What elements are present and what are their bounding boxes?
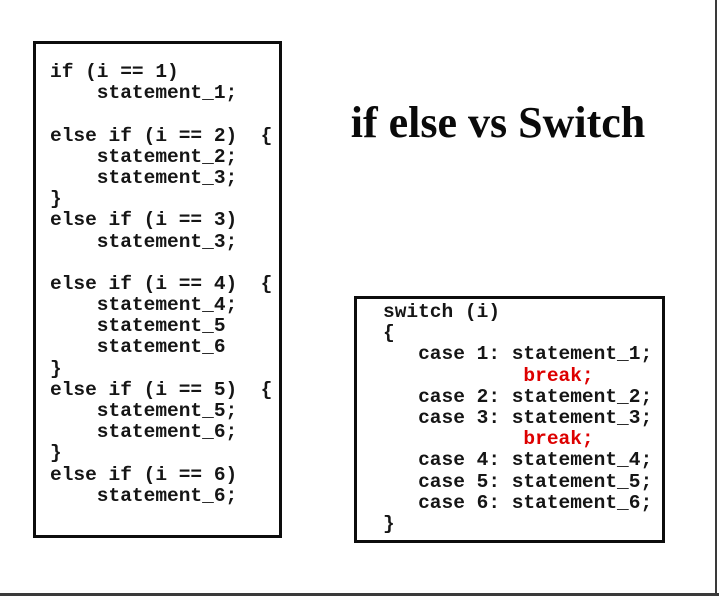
code-line: statement_6; — [50, 484, 238, 507]
code-line: statement_6 — [50, 336, 226, 359]
code-line — [50, 104, 279, 125]
code-line: statement_3; — [50, 166, 238, 189]
code-line: switch (i) — [383, 301, 501, 323]
code-line: case 3: statement_3; — [383, 406, 653, 429]
code-line: case 5: statement_5; — [383, 470, 653, 493]
code-line: statement_3; — [50, 230, 238, 253]
slide-right-edge-line — [715, 0, 717, 596]
if-else-code-box: if (i == 1) statement_1; else if (i == 2… — [33, 41, 282, 538]
code-line: statement_6; — [50, 421, 238, 444]
code-line: } — [50, 188, 62, 211]
code-line: else if (i == 5) { — [50, 378, 273, 401]
code-line: case 1: statement_1; — [383, 343, 653, 366]
code-line: statement_4; — [50, 294, 238, 317]
code-line: if (i == 1) — [50, 61, 179, 83]
slide-title: if else vs Switch — [350, 98, 646, 147]
code-line: case 2: statement_2; — [383, 385, 653, 408]
switch-code-box: switch (i) { case 1: statement_1; break;… — [354, 296, 665, 543]
code-line: case 4: statement_4; — [383, 449, 653, 472]
code-line: else if (i == 4) { — [50, 272, 273, 295]
code-line — [50, 253, 279, 274]
code-line: else if (i == 2) { — [50, 124, 273, 147]
code-line: { — [383, 322, 395, 345]
code-line: else if (i == 3) — [50, 209, 238, 232]
code-line-break-highlight: break; — [383, 428, 594, 451]
code-line: statement_1; — [50, 82, 238, 105]
code-line: statement_5 — [50, 315, 226, 338]
code-line: else if (i == 6) — [50, 463, 238, 486]
code-line: } — [50, 442, 62, 465]
code-line: } — [383, 512, 395, 535]
slide-bottom-edge-line — [0, 593, 719, 596]
code-line: } — [50, 357, 62, 380]
code-line-break-highlight: break; — [383, 364, 594, 387]
code-line: statement_5; — [50, 400, 238, 422]
code-line: case 6: statement_6; — [383, 491, 653, 514]
code-line: statement_2; — [50, 145, 238, 168]
